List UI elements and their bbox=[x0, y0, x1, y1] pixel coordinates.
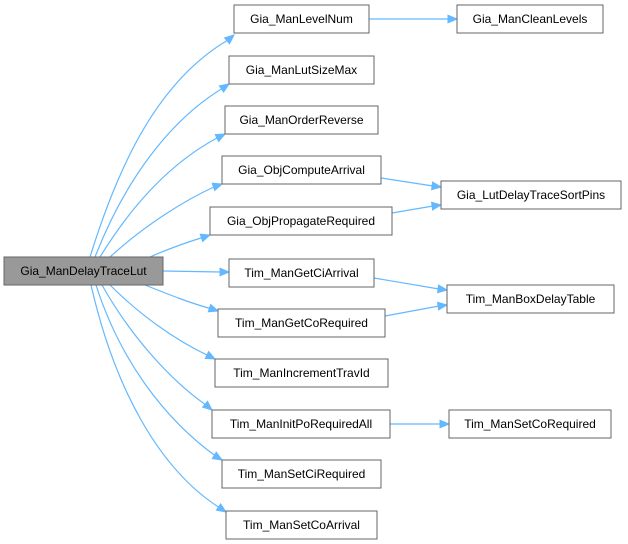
node-label: Gia_ManDelayTraceLut bbox=[20, 264, 147, 278]
node-gia-man-level-num[interactable]: Gia_ManLevelNum bbox=[233, 4, 370, 34]
edge-line bbox=[101, 284, 207, 406]
node-label: Tim_ManSetCoRequired bbox=[464, 417, 596, 431]
arrowhead bbox=[437, 301, 449, 311]
node-gia-man-clean-levels[interactable]: Gia_ManCleanLevels bbox=[456, 4, 604, 34]
edge-line bbox=[90, 284, 221, 509]
edge-line bbox=[94, 87, 224, 258]
arrowhead bbox=[204, 350, 217, 360]
node-label: Gia_ManLevelNum bbox=[250, 12, 353, 26]
node-tim-man-set-co-required[interactable]: Tim_ManSetCoRequired bbox=[448, 409, 612, 439]
node-label: Tim_ManInitPoRequiredAll bbox=[230, 417, 372, 431]
arrowhead bbox=[214, 133, 227, 143]
node-tim-man-init-po-required-all[interactable]: Tim_ManInitPoRequiredAll bbox=[211, 409, 391, 439]
arrowhead bbox=[211, 451, 224, 461]
node-label: Gia_LutDelayTraceSortPins bbox=[457, 188, 605, 202]
edge-root-to-tim-set-ci-required bbox=[95, 284, 224, 461]
edge-obj-propagate-required-to-lut-delay-trace-sort-pins bbox=[391, 201, 443, 214]
node-label: Tim_ManSetCoArrival bbox=[243, 518, 360, 532]
arrowhead bbox=[207, 303, 220, 313]
edge-line bbox=[391, 205, 434, 214]
edge-line bbox=[162, 270, 222, 273]
edge-line bbox=[380, 177, 434, 187]
edge-line bbox=[373, 277, 440, 290]
edge-root-to-order-reverse bbox=[99, 133, 227, 258]
node-label: Gia_ManLutSizeMax bbox=[246, 63, 357, 77]
edge-line bbox=[149, 236, 205, 258]
node-gia-obj-compute-arrival[interactable]: Gia_ObjComputeArrival bbox=[221, 155, 382, 185]
node-gia-obj-propagate-required[interactable]: Gia_ObjPropagateRequired bbox=[209, 206, 393, 236]
node-tim-man-get-co-required[interactable]: Tim_ManGetCoRequired bbox=[217, 308, 386, 338]
edge-root-to-tim-init-po-required-all bbox=[101, 284, 213, 411]
edge-line bbox=[109, 185, 217, 258]
edge-line bbox=[109, 284, 210, 357]
edge-tim-init-po-required-all-to-tim-set-co-required bbox=[390, 419, 451, 429]
node-gia-man-order-reverse[interactable]: Gia_ManOrderReverse bbox=[224, 105, 379, 135]
arrowhead bbox=[437, 284, 449, 294]
edge-root-to-obj-propagate-required bbox=[149, 233, 212, 258]
node-label: Tim_ManIncrementTravId bbox=[233, 366, 369, 380]
edge-line bbox=[144, 284, 213, 310]
arrowhead bbox=[223, 34, 235, 45]
edge-line bbox=[95, 284, 218, 458]
node-label: Gia_ManCleanLevels bbox=[473, 12, 588, 26]
arrowhead bbox=[218, 83, 231, 94]
nodes-layer: Gia_ManDelayTraceLut Gia_ManLevelNum Gia… bbox=[3, 4, 622, 540]
edge-root-to-obj-compute-arrival bbox=[109, 182, 224, 258]
edge-root-to-tim-increment-trav-id bbox=[109, 284, 217, 360]
node-label: Gia_ObjPropagateRequired bbox=[227, 214, 375, 228]
node-label: Gia_ManOrderReverse bbox=[239, 113, 363, 127]
arrowhead bbox=[431, 201, 443, 211]
arrowhead bbox=[439, 419, 451, 429]
edge-line bbox=[384, 305, 440, 317]
edge-line bbox=[99, 136, 220, 258]
node-label: Tim_ManGetCoRequired bbox=[235, 316, 368, 330]
edge-obj-compute-arrival-to-lut-delay-trace-sort-pins bbox=[380, 177, 443, 191]
arrowhead bbox=[215, 502, 228, 513]
node-tim-man-set-co-arrival[interactable]: Tim_ManSetCoArrival bbox=[225, 510, 378, 540]
node-tim-man-increment-trav-id[interactable]: Tim_ManIncrementTravId bbox=[214, 358, 389, 388]
node-label: Gia_ObjComputeArrival bbox=[238, 163, 365, 177]
node-gia-lut-delay-trace-sort-pins[interactable]: Gia_LutDelayTraceSortPins bbox=[440, 180, 622, 210]
node-gia-man-lut-size-max[interactable]: Gia_ManLutSizeMax bbox=[228, 55, 375, 85]
edge-root-to-lut-size-max bbox=[94, 83, 231, 258]
edge-tim-get-ci-arrival-to-tim-box-delay-table bbox=[373, 277, 449, 294]
node-label: Tim_ManGetCiArrival bbox=[244, 266, 358, 280]
node-tim-man-box-delay-table[interactable]: Tim_ManBoxDelayTable bbox=[446, 284, 615, 314]
node-label: Tim_ManBoxDelayTable bbox=[466, 292, 596, 306]
edges-layer bbox=[89, 14, 459, 513]
edge-level-num-to-clean-levels bbox=[369, 14, 459, 24]
node-gia-man-delay-trace-lut[interactable]: Gia_ManDelayTraceLut bbox=[3, 256, 164, 286]
edge-root-to-level-num bbox=[89, 34, 235, 258]
arrowhead bbox=[219, 267, 231, 277]
node-tim-man-get-ci-arrival[interactable]: Tim_ManGetCiArrival bbox=[228, 258, 375, 288]
edge-tim-get-co-required-to-tim-box-delay-table bbox=[384, 301, 449, 317]
arrowhead bbox=[211, 182, 224, 192]
arrowhead bbox=[447, 14, 459, 24]
node-label: Tim_ManSetCiRequired bbox=[238, 467, 366, 481]
edge-root-to-tim-get-co-required bbox=[144, 284, 220, 313]
edge-root-to-tim-set-co-arrival bbox=[90, 284, 228, 513]
edge-root-to-tim-get-ci-arrival bbox=[162, 267, 231, 277]
node-tim-man-set-ci-required[interactable]: Tim_ManSetCiRequired bbox=[221, 459, 382, 489]
arrowhead bbox=[431, 181, 443, 191]
arrowhead bbox=[199, 233, 212, 243]
arrowhead bbox=[201, 400, 213, 411]
edge-line bbox=[89, 39, 229, 258]
